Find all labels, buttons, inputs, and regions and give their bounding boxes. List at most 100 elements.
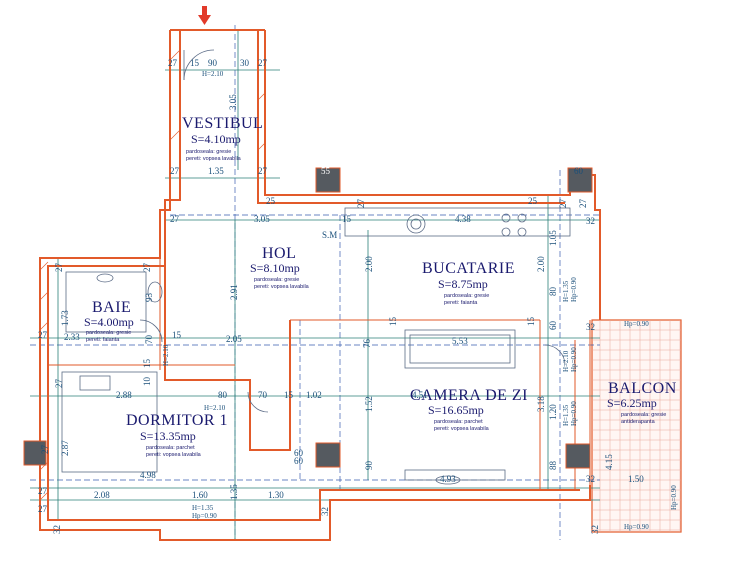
svg-text:1.05: 1.05	[548, 230, 558, 246]
svg-text:3.18: 3.18	[536, 396, 546, 412]
svg-text:2.88: 2.88	[116, 390, 132, 400]
svg-text:70: 70	[258, 390, 268, 400]
svg-text:60: 60	[294, 448, 304, 458]
svg-text:90: 90	[364, 461, 374, 471]
svg-text:27: 27	[168, 58, 178, 68]
svg-text:32: 32	[586, 216, 595, 226]
svg-text:15: 15	[388, 317, 398, 327]
svg-text:H=2.10: H=2.10	[562, 350, 570, 372]
svg-text:80: 80	[218, 390, 228, 400]
svg-text:80: 80	[548, 287, 558, 297]
room-floor: pardoseala: gresie	[186, 149, 231, 155]
svg-text:3.05: 3.05	[228, 94, 238, 110]
room-dormitor: DORMITOR 1 S=13.35mp pardoseala: parchet…	[126, 412, 228, 458]
svg-text:3.05: 3.05	[254, 214, 270, 224]
svg-text:2.05: 2.05	[226, 334, 242, 344]
room-balcon: BALCON S=6.25mp pardoseala: gresie antid…	[607, 380, 676, 425]
svg-text:1.73: 1.73	[60, 310, 70, 326]
svg-text:4.15: 4.15	[604, 454, 614, 470]
column-label: 60	[574, 166, 584, 176]
svg-text:27: 27	[38, 330, 48, 340]
room-floor: pardoseala: gresie	[444, 293, 489, 299]
svg-text:27: 27	[38, 504, 48, 514]
room-name: VESTIBUL	[182, 115, 263, 132]
svg-text:H=1.35: H=1.35	[192, 504, 214, 512]
room-area: S=16.65mp	[428, 403, 484, 417]
svg-text:27: 27	[558, 199, 568, 209]
svg-text:Hp=0.90: Hp=0.90	[570, 347, 578, 372]
room-name: CAMERA DE ZI	[410, 387, 528, 404]
room-walls: antiderapanta	[621, 419, 656, 425]
svg-text:27: 27	[170, 166, 180, 176]
svg-text:4.98: 4.98	[140, 470, 156, 480]
svg-text:H=1.35: H=1.35	[562, 280, 570, 302]
svg-text:1.20: 1.20	[548, 404, 558, 420]
room-walls: pereti: vopsea lavabila	[146, 452, 202, 458]
svg-text:2.91: 2.91	[229, 284, 239, 300]
dimension-texts: 27 15 90 30 27 H=2.10 3.05 27 1.35 27 27…	[38, 58, 644, 534]
svg-text:90: 90	[208, 58, 218, 68]
svg-text:15: 15	[190, 58, 200, 68]
svg-text:30: 30	[240, 58, 250, 68]
room-walls: pereti: vopsea lavabila	[434, 426, 490, 432]
hp-label: Hp=0.90	[670, 485, 678, 510]
room-area: S=8.75mp	[438, 277, 488, 291]
column-label: 60	[294, 456, 304, 466]
svg-text:5.53: 5.53	[452, 336, 468, 346]
room-camera: CAMERA DE ZI S=16.65mp pardoseala: parch…	[410, 387, 528, 432]
svg-text:25: 25	[266, 196, 276, 206]
svg-text:H=1.35: H=1.35	[562, 404, 570, 426]
room-name: HOL	[262, 245, 296, 262]
svg-text:H=2.10: H=2.10	[202, 70, 224, 78]
svg-text:27: 27	[38, 486, 48, 496]
svg-text:2.00: 2.00	[364, 256, 374, 272]
svg-text:1.30: 1.30	[268, 490, 284, 500]
svg-text:32: 32	[586, 474, 595, 484]
fixtures	[61, 49, 571, 485]
balcony-floor	[591, 319, 682, 533]
svg-text:32: 32	[590, 525, 600, 534]
svg-text:27: 27	[142, 263, 152, 273]
room-vestibul: VESTIBUL S=4.10mp pardoseala: gresie per…	[182, 115, 263, 162]
svg-text:4.93: 4.93	[440, 474, 456, 484]
wall-hatch	[39, 49, 266, 501]
svg-text:25: 25	[528, 196, 538, 206]
room-walls: pereti: faianta	[86, 337, 120, 343]
svg-text:Hp=0.90: Hp=0.90	[570, 401, 578, 426]
column-balcony	[565, 443, 591, 469]
room-baie: BAIE S=4.00mp pardoseala: gresie pereti:…	[84, 299, 134, 343]
column-55	[315, 167, 341, 193]
room-walls: pereti: vopsea lavabila	[254, 284, 310, 290]
dimension-lines	[30, 30, 600, 540]
room-floor: pardoseala: parchet	[146, 445, 195, 451]
svg-text:H=2.10: H=2.10	[204, 404, 226, 412]
walls	[39, 29, 601, 541]
svg-text:70: 70	[144, 335, 154, 345]
svg-text:27: 27	[54, 379, 64, 389]
room-floor: pardoseala: gresie	[86, 330, 131, 336]
svg-text:15: 15	[284, 390, 294, 400]
entrance-arrow-icon	[198, 6, 211, 25]
column-60-top	[567, 167, 593, 193]
svg-text:1.52: 1.52	[364, 396, 374, 412]
room-area: S=4.10mp	[191, 132, 241, 146]
room-bucatarie: BUCATARIE S=8.75mp pardoseala: gresie pe…	[422, 260, 515, 306]
column-60-bottom	[315, 442, 341, 468]
hp-label: Hp=0.90	[624, 523, 649, 531]
svg-text:H=2.10: H=2.10	[162, 344, 170, 366]
svg-text:1.35: 1.35	[229, 484, 239, 500]
room-floor: pardoseala: gresie	[621, 412, 666, 418]
svg-text:32: 32	[52, 525, 62, 534]
svg-text:1.50: 1.50	[628, 474, 644, 484]
svg-text:27: 27	[54, 263, 64, 273]
room-area: S=8.10mp	[250, 261, 300, 275]
svg-text:32: 32	[586, 322, 595, 332]
svg-text:27: 27	[578, 199, 588, 209]
room-area: S=13.35mp	[140, 429, 196, 443]
misc-labels: S.M 55 60 60 Hp=0.90 Hp=0.90 Hp=0.90	[294, 166, 678, 531]
svg-text:15: 15	[526, 317, 536, 327]
room-floor: pardoseala: parchet	[434, 419, 483, 425]
room-hol: HOL S=8.10mp pardoseala: gresie pereti: …	[250, 245, 310, 290]
svg-text:88: 88	[548, 461, 558, 471]
